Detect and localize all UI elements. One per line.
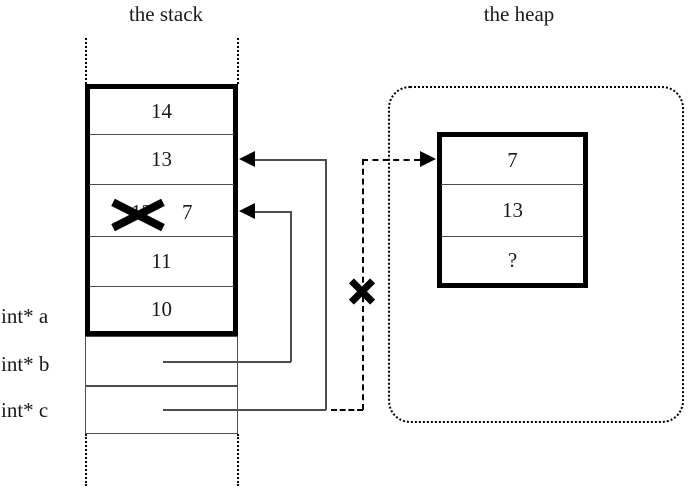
stack-cell-struck-value-12: 12 — [131, 200, 152, 224]
stack-cell-value-10: 10 — [151, 296, 172, 321]
heap-cell-value-unknown: ? — [507, 247, 518, 272]
pointer-b-line-horizontal — [163, 361, 291, 363]
heap-divider-1 — [441, 184, 584, 185]
stack-left-rail-top — [85, 38, 87, 84]
stack-cell-value-11: 11 — [151, 248, 172, 273]
variable-label-b: int* b — [1, 352, 50, 376]
pointer-c-line-vertical — [325, 159, 327, 410]
stack-title: the stack — [128, 2, 204, 26]
pointer-b-line-vertical — [290, 211, 292, 362]
stack-divider-3 — [89, 236, 234, 237]
stale-pointer-dashed-tail — [331, 409, 363, 411]
stack-divider-2 — [89, 184, 234, 185]
heap-region-boundary — [388, 86, 684, 423]
heap-allocation-box — [437, 132, 588, 288]
pointer-b-line-to-arrow — [255, 211, 291, 213]
stack-divider-1 — [89, 134, 234, 135]
stack-frame-box — [85, 84, 238, 336]
stale-pointer-dashed-head-segment — [362, 159, 420, 161]
pointer-c-arrowhead-icon — [239, 151, 255, 167]
heap-cell-value-7: 7 — [507, 147, 518, 172]
stale-pointer-arrowhead-icon — [420, 151, 436, 167]
pointer-c-line-horizontal — [163, 409, 326, 411]
stack-right-rail-bottom — [237, 434, 239, 486]
invalid-pointer-x-icon — [347, 273, 377, 305]
pointer-c-line-to-arrow — [255, 159, 326, 161]
stack-left-rail-bottom — [85, 434, 87, 486]
stack-cell-value-14: 14 — [151, 99, 172, 123]
stale-pointer-dashed-riser — [362, 159, 364, 410]
strike-x-icon-stack-cell — [110, 196, 166, 232]
heap-divider-2 — [441, 236, 584, 237]
pointer-b-arrowhead-icon — [239, 203, 255, 219]
stack-right-rail-top — [237, 38, 239, 84]
variable-label-c: int* c — [1, 398, 49, 422]
stack-cell-value-13: 13 — [151, 146, 172, 171]
stack-cell-new-value-7: 7 — [182, 200, 193, 224]
stack-divider-4 — [89, 286, 234, 287]
heap-cell-value-13: 13 — [502, 197, 523, 222]
variable-label-a: int* a — [1, 304, 49, 328]
heap-title: the heap — [483, 2, 555, 26]
